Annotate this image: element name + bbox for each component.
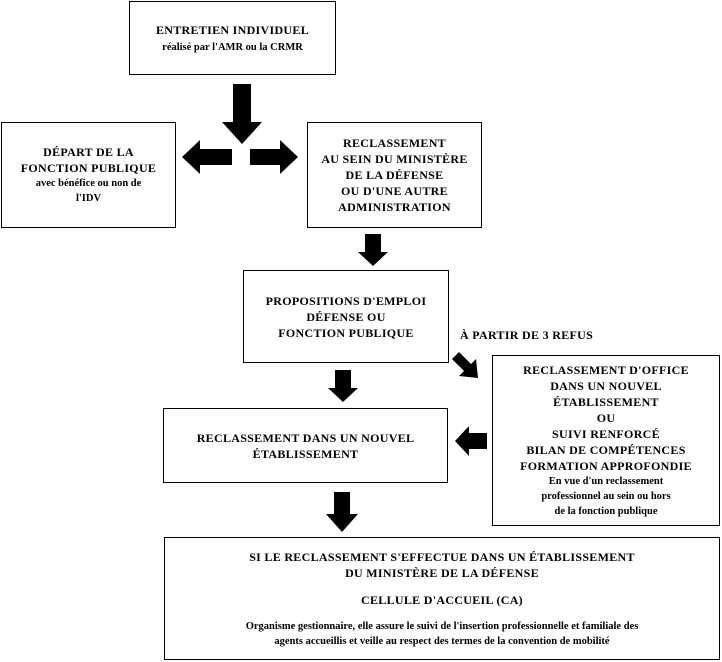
nouvel-etablissement-box: RECLASSEMENT DANS UN NOUVEL ÉTABLISSEMEN…: [163, 408, 448, 483]
reclassement-ministere-line-1: RECLASSEMENT: [343, 136, 446, 150]
office-small-2: professionnel au sein ou hors: [541, 491, 671, 502]
office-line-5: SUIVI RENFORCÉ: [552, 427, 660, 441]
cellule-heading: CELLULE D'ACCUEIL (CA): [361, 592, 523, 607]
propositions-emploi-box: PROPOSITIONS D'EMPLOI DÉFENSE OU FONCTIO…: [243, 270, 449, 363]
depart-fonction-publique-box: DÉPART DE LA FONCTION PUBLIQUE avec béné…: [1, 122, 176, 228]
depart-line-1: DÉPART DE LA: [43, 145, 134, 159]
propositions-line-2: DÉFENSE OU: [306, 309, 386, 324]
arrow-left-nouvel: [455, 426, 487, 456]
office-small-3: de la fonction publique: [554, 506, 658, 517]
reclassement-office-box: RECLASSEMENT D'OFFICE DANS UN NOUVEL ÉTA…: [492, 355, 720, 526]
office-line-2: DANS UN NOUVEL: [550, 379, 662, 393]
office-line-6: BILAN DE COMPÉTENCES: [526, 443, 686, 457]
propositions-line-3: FONCTION PUBLIQUE: [278, 325, 414, 340]
office-line-1: RECLASSEMENT D'OFFICE: [523, 363, 689, 377]
depart-small-1: avec bénéfice ou non de: [35, 178, 142, 189]
arrow-down-entretien: [222, 84, 262, 144]
cellule-small-2: agents accueillis et veille au respect d…: [274, 635, 610, 647]
reclassement-ministere-line-4: OU D'UNE AUTRE: [341, 184, 448, 198]
cellule-line-1: SI LE RECLASSEMENT S'EFFECTUE DANS UN ÉT…: [249, 549, 635, 564]
entretien-individuel-box: ENTRETIEN INDIVIDUEL réalisé par l'AMR o…: [129, 1, 336, 75]
entretien-subtitle: réalisé par l'AMR ou la CRMR: [162, 41, 303, 53]
arrow-down-propositions: [358, 234, 388, 266]
reclassement-ministere-box: RECLASSEMENT AU SEIN DU MINISTÈRE DE LA …: [307, 122, 482, 228]
nouvel-line-2: ÉTABLISSEMENT: [252, 446, 359, 461]
office-line-3: ÉTABLISSEMENT: [553, 395, 659, 409]
office-line-7: FORMATION APPROFONDIE: [520, 459, 692, 473]
reclassement-ministere-line-5: ADMINISTRATION: [338, 200, 451, 214]
reclassement-ministere-line-2: AU SEIN DU MINISTÈRE: [321, 152, 468, 166]
cellule-small-1: Organisme gestionnaire, elle assure le s…: [245, 620, 639, 632]
cellule-accueil-box: SI LE RECLASSEMENT S'EFFECTUE DANS UN ÉT…: [164, 537, 720, 660]
arrow-down-nouvel: [328, 370, 358, 402]
refus-label: À PARTIR DE 3 REFUS: [460, 328, 594, 342]
depart-small-2: l'IDV: [75, 193, 102, 204]
arrow-diagonal-office: [452, 352, 478, 378]
entretien-title: ENTRETIEN INDIVIDUEL: [155, 22, 310, 37]
propositions-line-1: PROPOSITIONS D'EMPLOI: [265, 293, 427, 308]
nouvel-line-1: RECLASSEMENT DANS UN NOUVEL: [196, 430, 415, 445]
cellule-line-2: DU MINISTÈRE DE LA DÉFENSE: [345, 565, 539, 580]
depart-line-2: FONCTION PUBLIQUE: [20, 161, 157, 175]
reclassement-ministere-line-3: DE LA DÉFENSE: [345, 168, 444, 182]
arrow-down-cellule: [326, 492, 358, 532]
arrow-right-reclassement: [250, 140, 298, 174]
office-line-4: OU: [596, 411, 616, 425]
office-small-1: En vue d'un reclassement: [548, 476, 664, 487]
arrow-left-depart: [182, 140, 232, 174]
